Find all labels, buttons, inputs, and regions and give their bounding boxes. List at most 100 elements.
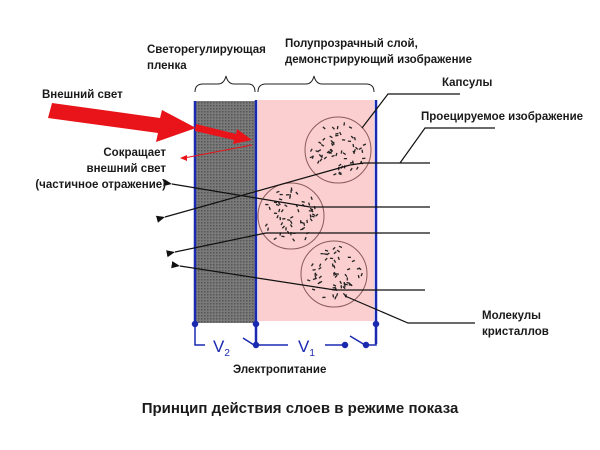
crystal-molecule	[333, 271, 337, 276]
crystal-molecule	[309, 207, 314, 211]
crystal-molecule	[318, 275, 322, 279]
crystal-molecule	[335, 152, 338, 157]
crystal-molecule	[307, 279, 311, 282]
reduces-line2: внешний свет	[86, 163, 166, 175]
crystal-molecule	[334, 274, 338, 278]
crystal-molecule	[338, 245, 343, 249]
film-label-line1: Светорегулирующая	[147, 44, 266, 56]
crystal-molecule	[354, 146, 359, 150]
ray-1	[155, 162, 430, 223]
crystal-molecule	[317, 160, 320, 164]
crystal-molecule	[287, 219, 291, 222]
crystal-molecule	[323, 156, 327, 160]
crystal-molecule	[336, 249, 341, 253]
crystal-molecule	[339, 280, 343, 285]
crystal-molecule	[311, 215, 315, 218]
external-light-label: Внешний свет	[42, 89, 123, 101]
crystal-molecule	[332, 294, 335, 298]
layer-label: Полупрозрачный слой, демонстрирующий изо…	[285, 36, 472, 68]
voltage-v2: V2	[213, 337, 230, 359]
molecules-leader	[344, 295, 475, 324]
ray-2	[163, 179, 430, 208]
crystal-molecule	[332, 286, 336, 289]
crystal-molecule	[276, 214, 279, 219]
crystal-molecule	[349, 167, 353, 172]
crystal-molecule	[335, 293, 339, 297]
film-label-line2: пленка	[147, 60, 187, 72]
crystal-molecule	[297, 208, 300, 213]
crystal-molecule	[317, 149, 322, 152]
voltage-v1: V1	[298, 337, 315, 359]
transmitted-light-arrow	[195, 124, 252, 144]
crystal-molecule	[314, 275, 317, 280]
crystal-molecule	[278, 208, 281, 213]
ray-3	[166, 232, 430, 258]
crystal-molecule	[360, 272, 363, 277]
crystal-molecule	[318, 154, 322, 158]
crystal-molecule	[336, 125, 339, 130]
capsule	[257, 182, 325, 250]
crystal-molecule	[346, 267, 351, 271]
crystal-molecule	[318, 141, 322, 145]
crystal-molecule	[353, 149, 356, 153]
power-circuit	[191, 320, 380, 349]
crystal-molecule	[334, 296, 337, 300]
crystal-molecule	[289, 224, 293, 228]
crystal-molecule	[319, 158, 323, 162]
crystal-molecule	[330, 140, 334, 144]
crystal-molecule	[267, 227, 270, 231]
crystal-molecule	[289, 220, 293, 225]
layer-label-line1: Полупрозрачный слой,	[285, 38, 418, 50]
crystal-molecule	[348, 126, 353, 129]
crystal-molecule	[357, 274, 360, 279]
crystal-molecule	[353, 136, 356, 141]
ray-4	[171, 261, 425, 291]
crystal-molecule	[332, 246, 336, 251]
crystal-molecule	[352, 150, 356, 155]
crystal-molecule	[342, 292, 346, 297]
diagram-title: Принцип действия слоев в режиме показа	[141, 400, 459, 417]
crystal-molecule	[326, 150, 330, 154]
crystal-molecule	[333, 173, 337, 176]
power-label: Электропитание	[233, 364, 327, 376]
crystal-molecule	[268, 206, 271, 211]
crystal-molecule	[318, 263, 322, 267]
crystal-molecule	[342, 152, 347, 156]
crystal-molecule	[273, 201, 278, 204]
crystal-molecule	[339, 131, 342, 136]
film-brace	[194, 75, 256, 93]
crystal-molecule	[281, 225, 285, 229]
crystal-molecule	[333, 265, 336, 269]
crystal-molecule	[284, 204, 288, 208]
projected-image-label: Проецируемое изображение	[421, 111, 584, 123]
crystal-molecule	[337, 256, 340, 261]
crystal-molecule	[304, 236, 307, 241]
crystal-molecule	[320, 143, 325, 147]
crystal-molecule	[331, 126, 335, 130]
crystal-molecule	[358, 147, 362, 150]
crystal-molecule	[310, 263, 314, 267]
light-rays	[155, 93, 495, 324]
crystal-molecule	[358, 267, 362, 271]
crystal-molecule	[329, 135, 333, 139]
layer-brace	[257, 75, 375, 93]
crystal-molecule	[335, 132, 339, 135]
film-label: Светорегулирующая пленка	[147, 42, 266, 74]
capsules-label: Капсулы	[442, 77, 493, 89]
crystal-molecule	[301, 200, 305, 204]
reduces-label: Сокращает внешний свет (частичное отраже…	[30, 145, 166, 193]
reduces-line3: (частичное отражение)	[35, 179, 166, 191]
crystal-molecule	[362, 143, 367, 146]
crystal-molecule	[324, 257, 328, 261]
crystal-molecule	[311, 213, 316, 216]
crystal-molecule	[278, 198, 283, 201]
crystal-molecule	[338, 163, 342, 167]
crystal-molecule	[351, 160, 355, 164]
crystal-molecule	[322, 137, 326, 141]
crystal-molecule	[318, 266, 322, 270]
crystal-molecule	[344, 273, 348, 278]
capsules-leader	[361, 93, 460, 129]
crystal-molecule	[307, 202, 311, 206]
crystal-molecule	[290, 215, 294, 219]
